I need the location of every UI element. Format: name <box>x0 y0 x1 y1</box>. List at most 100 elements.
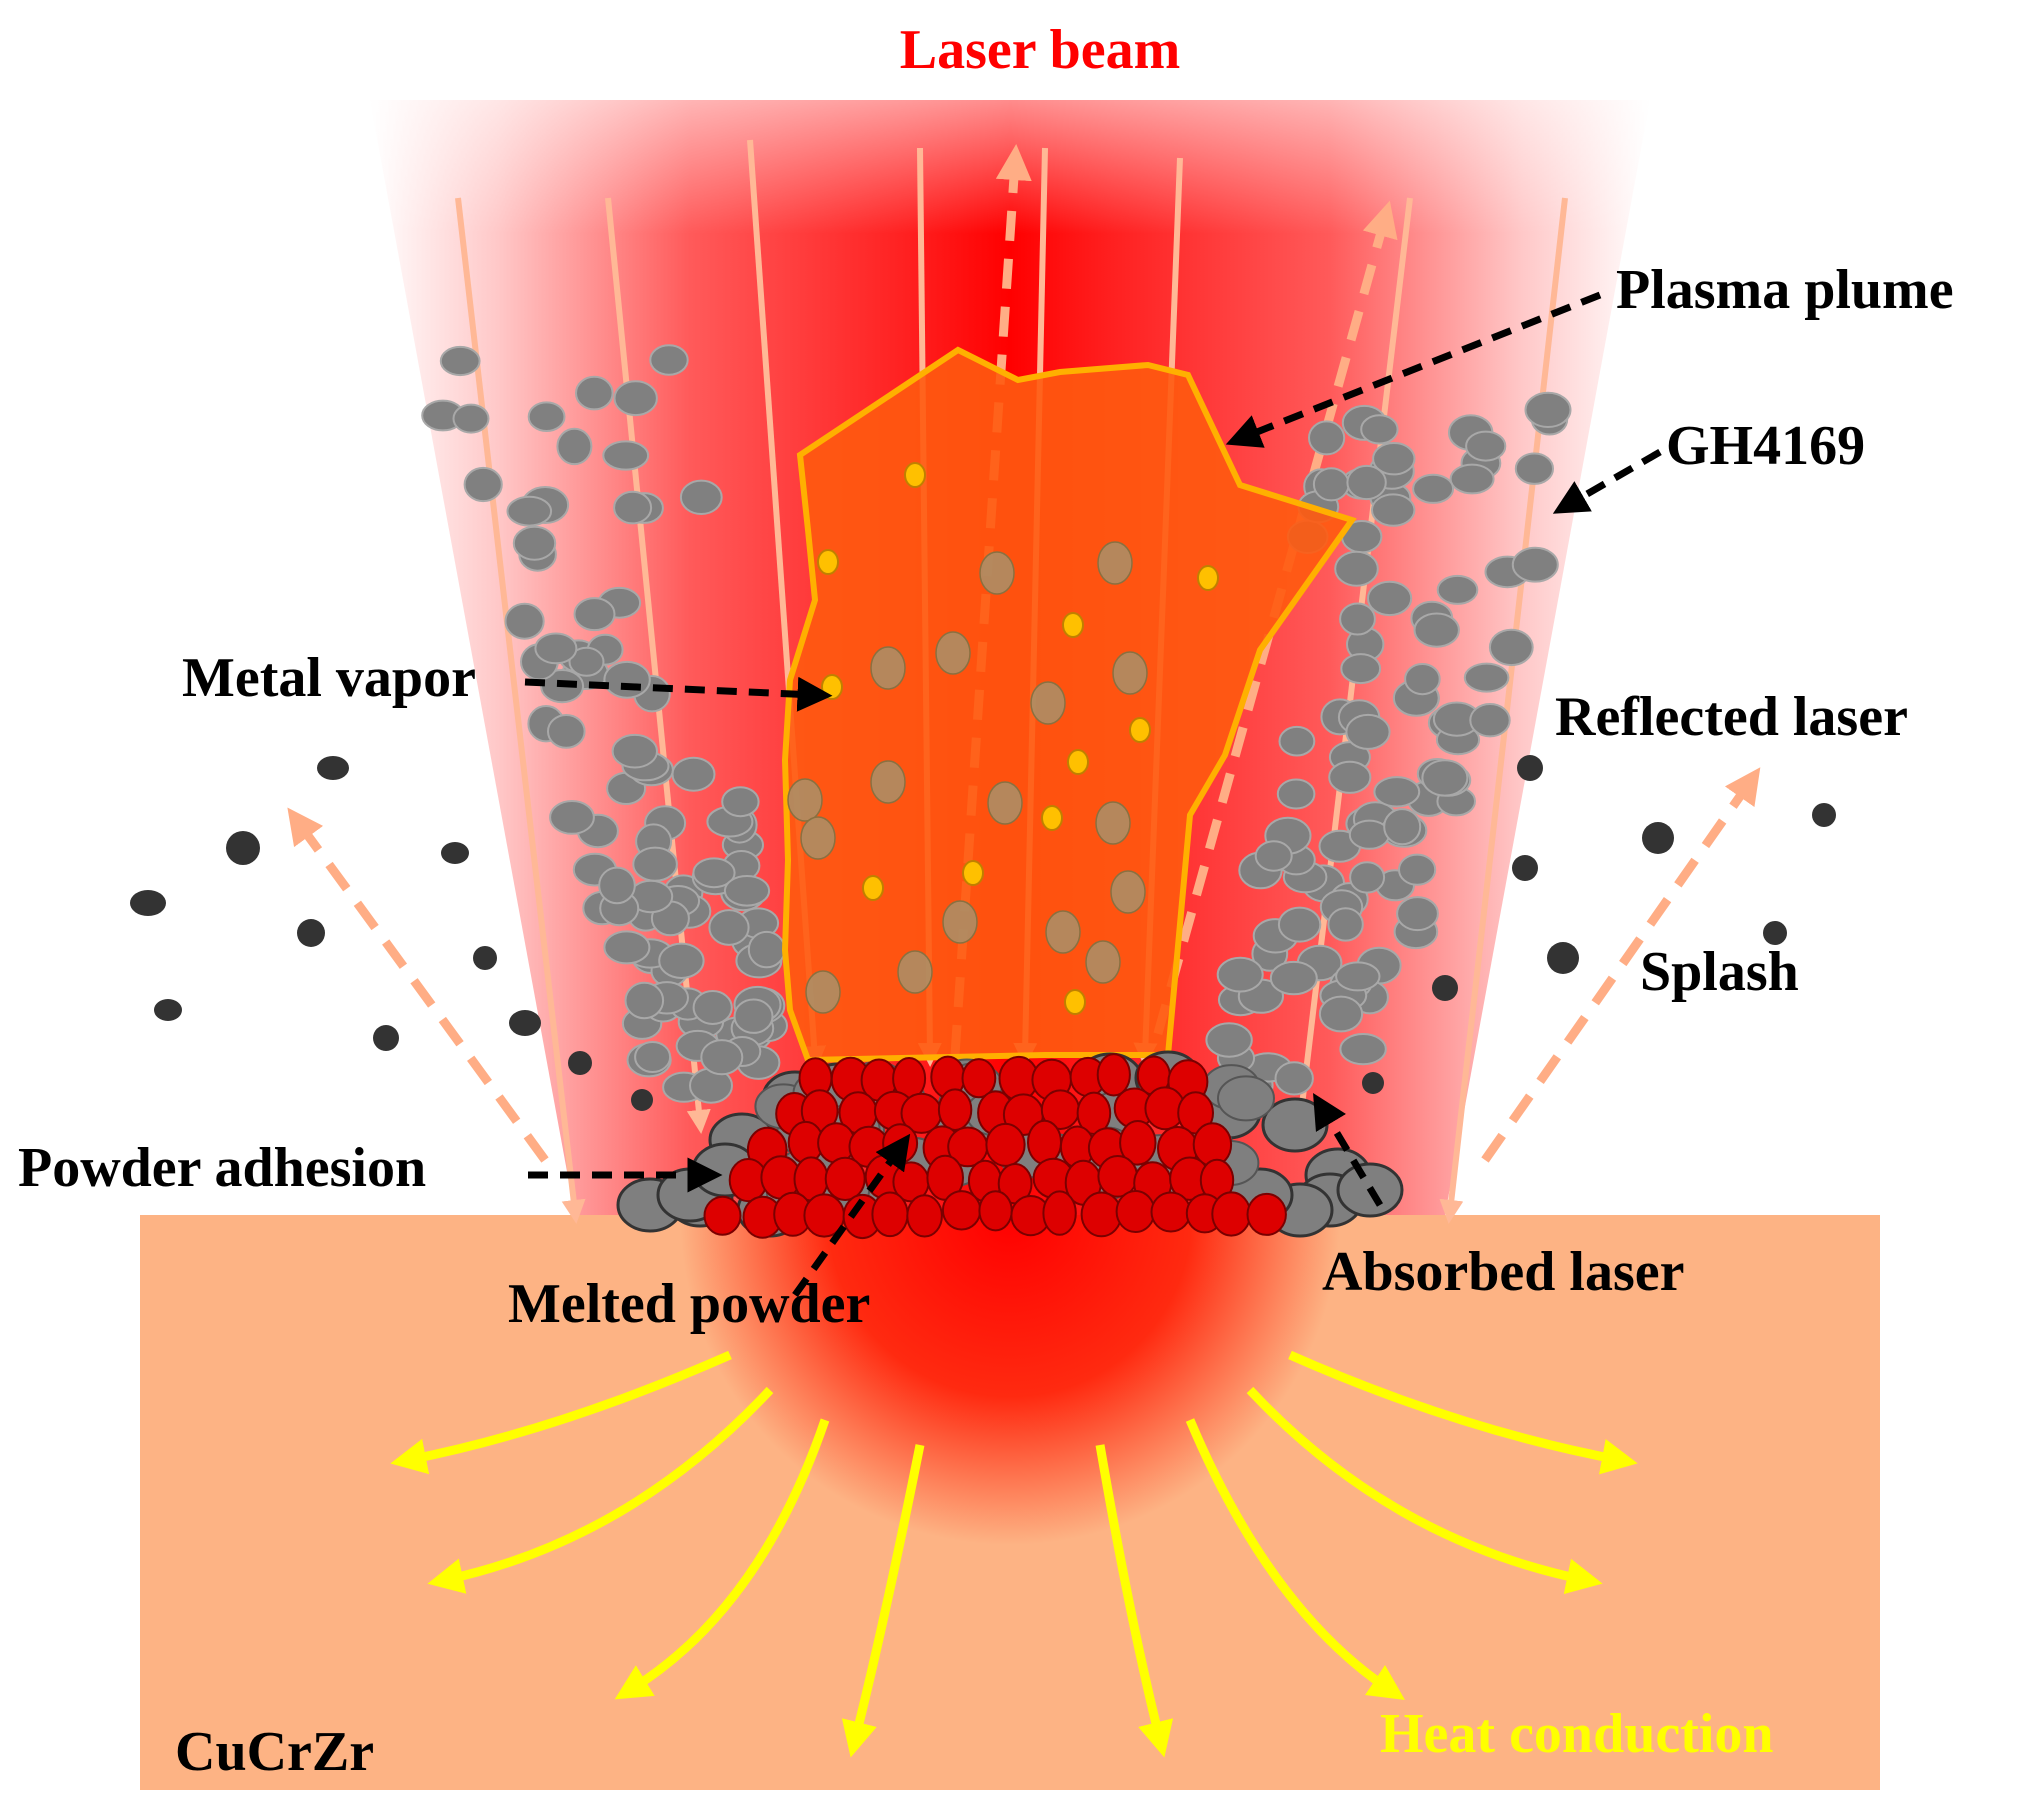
plume-particle <box>1112 651 1148 695</box>
gh4169-particle <box>723 875 771 907</box>
gh4169-particle <box>512 525 557 561</box>
melt-pool <box>660 1215 1360 1560</box>
laser-beam-label: Laser beam <box>900 19 1181 81</box>
gh4169-particle <box>1216 956 1264 993</box>
melted-powder-label: Melted powder <box>508 1273 870 1335</box>
absorbed-laser-label: Absorbed laser <box>1322 1241 1684 1303</box>
splash-droplet <box>1512 855 1538 881</box>
melted-powder-particle <box>906 1194 943 1238</box>
gh4169-particle <box>1360 414 1399 445</box>
splash-droplet <box>1432 975 1458 1001</box>
melted-powder-particle <box>985 1122 1026 1167</box>
gh4169-particle <box>452 403 490 434</box>
gh4169-particle <box>611 733 658 769</box>
plasma-plume <box>781 346 1357 1064</box>
melted-powder-particle <box>703 1195 742 1236</box>
gh4169-label: GH4169 <box>1666 415 1865 477</box>
heat-arrow <box>1288 1350 1638 1475</box>
gh4169-particle <box>1367 580 1413 617</box>
gh4169-particle <box>1463 662 1510 693</box>
splash-droplet <box>1642 822 1674 854</box>
heat-arrow <box>1246 1386 1603 1595</box>
gh4169-particle <box>613 380 658 417</box>
metal-vapor-pointer <box>524 676 833 712</box>
gh4169-particle <box>1327 907 1364 942</box>
gh4169-particle <box>1339 1033 1387 1066</box>
gh4169-particle <box>1345 713 1391 750</box>
splash-droplet <box>1547 942 1579 974</box>
plume-particle <box>1030 681 1066 725</box>
melted-powder-particle <box>1211 1191 1252 1237</box>
melted-powder-particle <box>937 1088 973 1131</box>
gh4169-particle <box>613 490 653 525</box>
gh4169-particle <box>504 602 545 640</box>
gh4169-particle <box>632 846 678 882</box>
plume-particle <box>987 781 1023 825</box>
melted-powder-particle <box>1096 1053 1131 1097</box>
gh4169-particle <box>1276 778 1316 810</box>
gh4169-particle <box>575 375 614 411</box>
splash-droplet <box>317 756 349 780</box>
metal-vapor-droplet <box>904 462 926 488</box>
melted-powder-particle <box>978 1190 1013 1232</box>
gh4169-particle <box>692 857 736 889</box>
powder-adhesion-label: Powder adhesion <box>18 1137 426 1199</box>
gh4169-particle <box>1205 1022 1253 1058</box>
metal-vapor-droplet <box>1064 989 1086 1015</box>
gh4169-particle <box>1340 653 1382 685</box>
plume-particle <box>1097 541 1133 585</box>
gh4169-particle <box>679 479 723 515</box>
gh4169-particle <box>624 981 665 1020</box>
plume-particle <box>1085 940 1121 984</box>
gh4169-particle <box>747 930 786 969</box>
splash-droplet <box>154 999 182 1021</box>
melted-powder-particle <box>961 1058 997 1099</box>
plume-particle <box>942 900 978 944</box>
melted-powder-particle <box>871 1191 909 1238</box>
gh4169-particle <box>1372 442 1416 476</box>
splash-droplet <box>226 831 260 865</box>
gh4169-particle <box>1349 861 1386 894</box>
heat-arrow <box>1185 1418 1405 1700</box>
plume-particle <box>897 950 933 994</box>
gh4169-particle <box>534 632 578 665</box>
gh4169-particle <box>1348 819 1391 850</box>
gh4169-particle <box>1278 725 1316 757</box>
plume-particle <box>935 631 971 675</box>
heat-arrow <box>614 1418 830 1700</box>
gh4169-particle <box>556 427 593 466</box>
gh4169-particle <box>1436 574 1479 605</box>
gh4169-particle <box>692 990 733 1025</box>
gh4169-particle <box>1524 391 1572 428</box>
outer-reflected-rays <box>287 767 1761 1163</box>
plasma-plume-pointer <box>1225 291 1602 448</box>
gh4169-particle <box>721 786 760 818</box>
plume-particle <box>1110 870 1146 914</box>
gh4169-particle <box>1277 906 1322 943</box>
gh4169-particle <box>1404 663 1441 696</box>
heat-arrow <box>390 1350 732 1475</box>
gh4169-particle <box>1469 703 1511 738</box>
gh4169-particle <box>506 495 553 527</box>
melted-powder-particle <box>1115 1190 1156 1233</box>
gh4169-particle <box>603 930 651 965</box>
gh4169-particle <box>463 466 503 503</box>
splash-droplet <box>1517 755 1543 781</box>
splash-droplet <box>1812 803 1836 827</box>
gh4169-particle <box>733 998 774 1034</box>
plume-particle <box>1045 910 1081 954</box>
melted-powder-particle <box>824 1156 866 1202</box>
melted-powder-particle <box>1080 1191 1123 1238</box>
plasma-plume-label: Plasma plume <box>1616 259 1954 321</box>
melted-powder-particle <box>1119 1120 1157 1166</box>
gh4169-particle <box>602 440 650 471</box>
internal-reflected-ray <box>1140 200 1398 1082</box>
gh4169-particle <box>1334 550 1379 587</box>
metal-vapor-droplet <box>817 549 839 575</box>
gh4169-particle <box>1383 808 1422 846</box>
heat-arrow <box>1095 1444 1174 1758</box>
heat-conduction-arrows <box>390 1350 1638 1758</box>
splash-droplet <box>568 1051 592 1075</box>
gh4169-particle <box>1514 452 1555 485</box>
